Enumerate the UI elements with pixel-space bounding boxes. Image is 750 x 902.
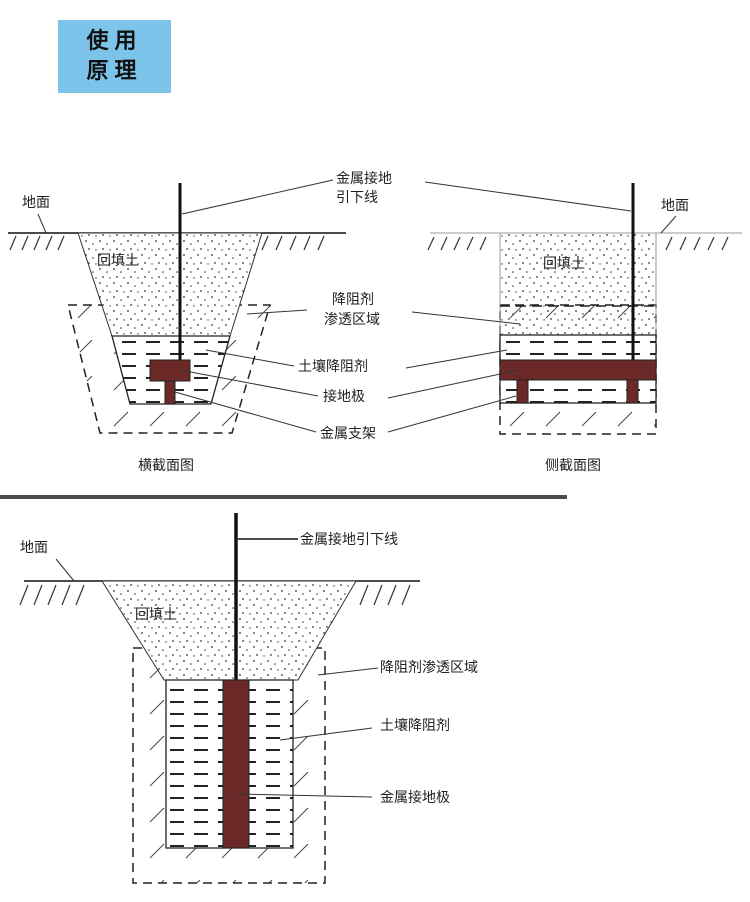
reducer-label: 土壤降阻剂: [298, 358, 368, 375]
cross-section-diagram: 地面 回填土 横截面图: [8, 183, 346, 474]
electrode-label: 接地极: [323, 388, 365, 405]
section-divider: [0, 495, 567, 499]
backfill-label: 回填土: [135, 607, 177, 623]
ground-label: 地面: [20, 540, 48, 556]
ground-hatch: [9, 235, 325, 251]
ground-leader: [660, 215, 677, 234]
metal-bracket-left: [516, 379, 529, 404]
lead-wire-label: 金属接地引下线: [300, 531, 398, 548]
penetration-label-line2: 渗透区域: [324, 312, 380, 328]
electrode-label: 金属接地极: [380, 789, 450, 806]
ground-label: 地面: [22, 195, 50, 211]
ground-leader: [55, 558, 75, 582]
top-callouts: 金属接地 引下线 降阻剂 渗透区域 土壤降阻剂 接地极 金属支架: [174, 170, 632, 442]
ground-label: 地面: [661, 198, 689, 214]
lead-wire-label-line1: 金属接地: [336, 170, 392, 187]
ground-leader: [37, 213, 47, 234]
grounding-electrode: [499, 359, 657, 381]
penetration-label: 降阻剂渗透区域: [380, 660, 478, 676]
cross-section-caption: 横截面图: [138, 458, 194, 474]
vertical-electrode-diagram: 地面 回填土 金属接地引下线 降阻剂渗透区域 土壤降阻剂 金属接地极: [19, 513, 478, 884]
badge-line-1: 使用: [86, 28, 143, 54]
ground-hatch: [427, 236, 729, 251]
metal-grounding-electrode: [222, 679, 250, 849]
backfill-label: 回填土: [97, 253, 139, 269]
backfill-soil: [499, 232, 657, 336]
metal-bracket: [164, 380, 176, 405]
reducer-label: 土壤降阻剂: [380, 717, 450, 734]
side-section-diagram: 地面 回填土 侧截面图: [427, 183, 742, 474]
bracket-label: 金属支架: [320, 426, 376, 442]
backfill-label: 回填土: [543, 256, 585, 272]
lead-wire-label-line2: 引下线: [336, 190, 378, 206]
badge-line-2: 原理: [86, 58, 143, 84]
metal-bracket-right: [626, 379, 639, 404]
side-section-caption: 侧截面图: [545, 458, 601, 474]
usage-principle-badge: 使用 原理: [58, 20, 171, 93]
ground-hatch: [19, 584, 411, 606]
penetration-label-line1: 降阻剂: [332, 292, 374, 308]
